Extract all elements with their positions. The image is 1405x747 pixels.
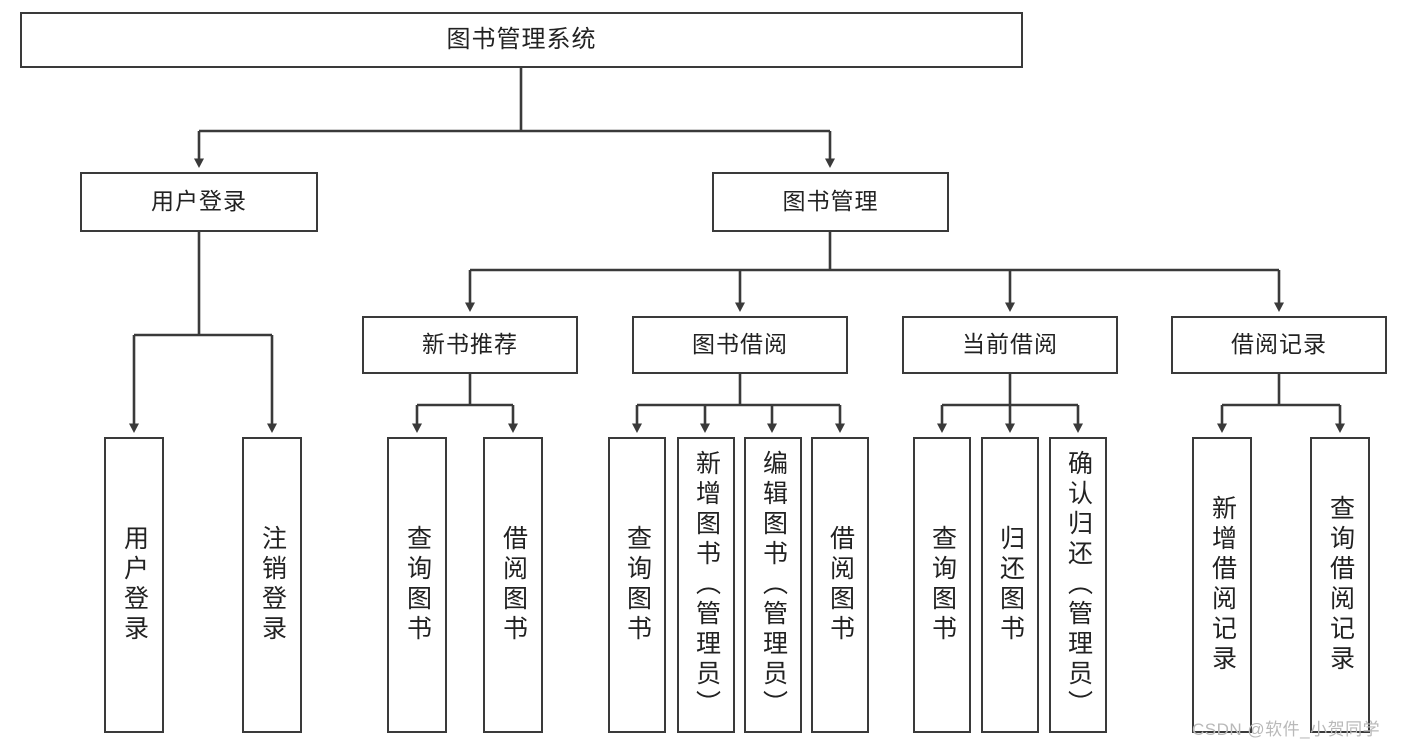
node-label: 借阅图书 xyxy=(499,525,528,645)
node-label: 新增图书（管理员） xyxy=(692,450,721,720)
leaf-query-book-current[interactable]: 查询图书 xyxy=(913,437,971,733)
watermark-text: CSDN @软件_小贺同学 xyxy=(1192,720,1381,739)
node-root-system[interactable]: 图书管理系统 xyxy=(20,12,1023,68)
leaf-borrow-book-recommend[interactable]: 借阅图书 xyxy=(483,437,543,733)
node-label: 确认归还（管理员） xyxy=(1064,450,1093,720)
node-label: 当前借阅 xyxy=(962,331,1058,358)
node-label: 查询图书 xyxy=(928,525,957,645)
node-label: 用户登录 xyxy=(151,188,247,215)
leaf-borrow-book[interactable]: 借阅图书 xyxy=(811,437,869,733)
node-label: 用户登录 xyxy=(120,525,149,645)
leaf-confirm-return-admin[interactable]: 确认归还（管理员） xyxy=(1049,437,1107,733)
leaf-add-borrow-record[interactable]: 新增借阅记录 xyxy=(1192,437,1252,733)
node-book-borrow[interactable]: 图书借阅 xyxy=(632,316,848,374)
node-user-login[interactable]: 用户登录 xyxy=(80,172,318,232)
node-label: 查询图书 xyxy=(623,525,652,645)
leaf-return-book[interactable]: 归还图书 xyxy=(981,437,1039,733)
node-new-book-recommend[interactable]: 新书推荐 xyxy=(362,316,578,374)
leaf-query-book-borrow[interactable]: 查询图书 xyxy=(608,437,666,733)
node-current-borrow[interactable]: 当前借阅 xyxy=(902,316,1118,374)
node-borrow-record[interactable]: 借阅记录 xyxy=(1171,316,1387,374)
node-label: 图书管理 xyxy=(782,188,879,215)
leaf-query-borrow-record[interactable]: 查询借阅记录 xyxy=(1310,437,1370,733)
node-label: 图书借阅 xyxy=(692,331,788,358)
leaf-query-book-recommend[interactable]: 查询图书 xyxy=(387,437,447,733)
node-label: 新书推荐 xyxy=(422,331,518,358)
node-label: 查询借阅记录 xyxy=(1326,495,1355,675)
node-label: 注销登录 xyxy=(258,525,287,645)
leaf-add-book-admin[interactable]: 新增图书（管理员） xyxy=(677,437,735,733)
node-label: 借阅图书 xyxy=(826,525,855,645)
node-label: 归还图书 xyxy=(996,525,1025,645)
node-label: 查询图书 xyxy=(403,525,432,645)
leaf-edit-book-admin[interactable]: 编辑图书（管理员） xyxy=(744,437,802,733)
node-label: 编辑图书（管理员） xyxy=(759,450,788,720)
node-book-management[interactable]: 图书管理 xyxy=(712,172,949,232)
leaf-user-login[interactable]: 用户登录 xyxy=(104,437,164,733)
node-label: 图书管理系统 xyxy=(446,25,597,53)
node-label: 借阅记录 xyxy=(1231,331,1327,358)
node-label: 新增借阅记录 xyxy=(1208,495,1237,675)
leaf-logout[interactable]: 注销登录 xyxy=(242,437,302,733)
